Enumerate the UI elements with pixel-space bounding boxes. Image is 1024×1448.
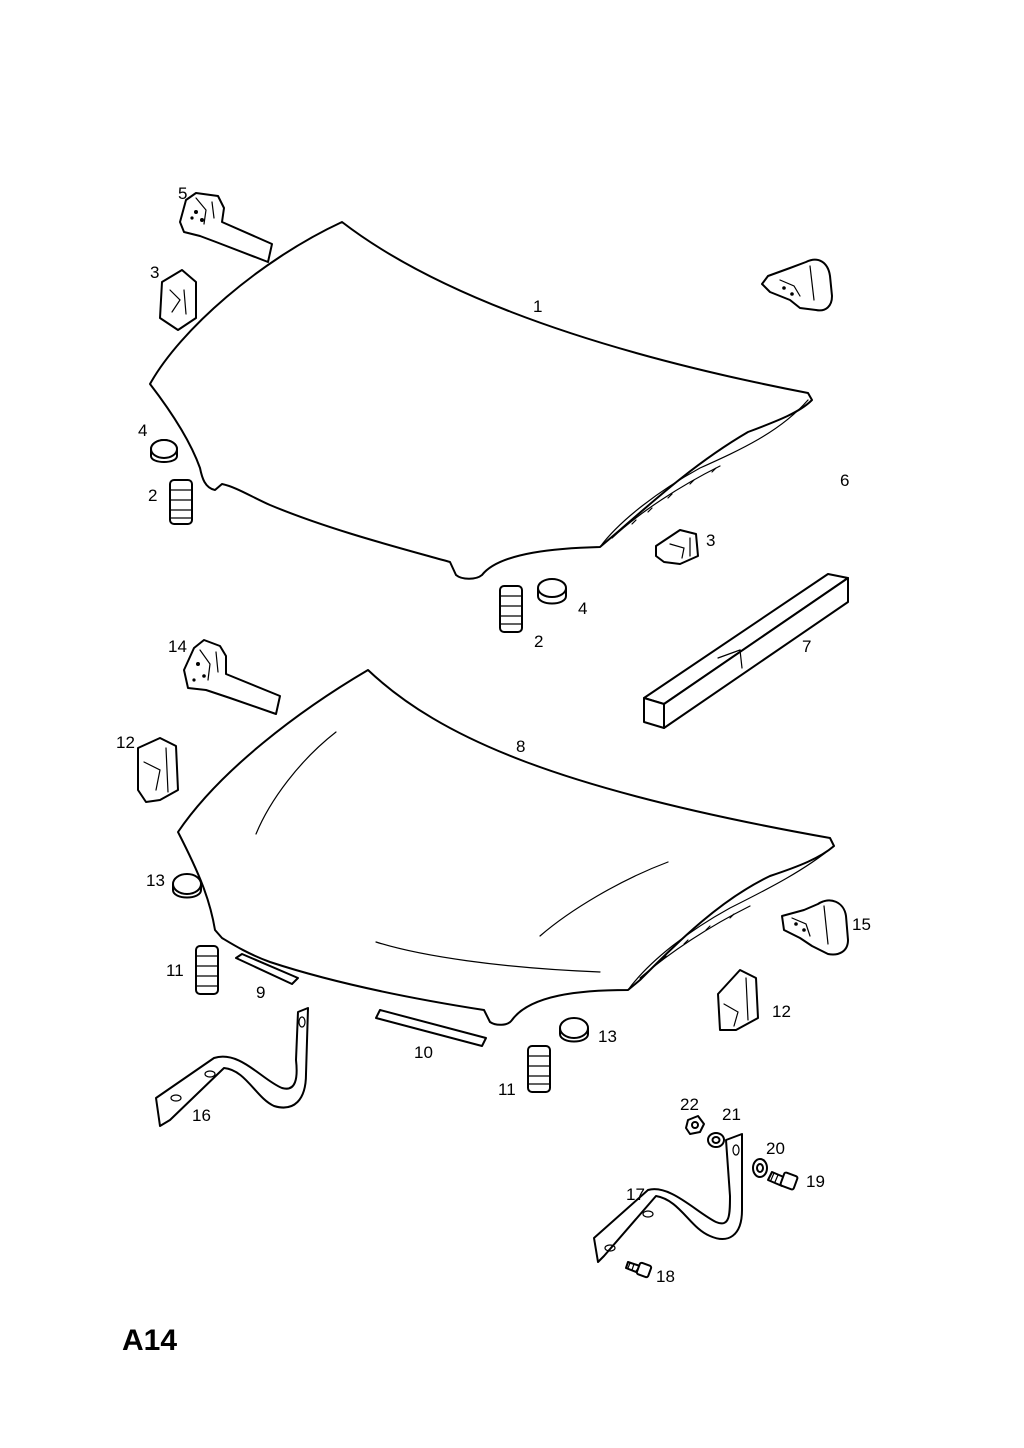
callout-4-center: 4 (578, 599, 587, 618)
part-10-seal-strip (375, 1009, 487, 1047)
callout-6: 6 (840, 471, 849, 490)
part-18-bolt (625, 1261, 653, 1279)
callout-2-left: 2 (148, 486, 157, 505)
part-6-right-clip (761, 258, 833, 312)
callout-2-center: 2 (534, 632, 543, 651)
part-14-lower-clip (183, 639, 281, 715)
part-5-upper-clip (179, 192, 273, 263)
diagram-code: A14 (122, 1324, 177, 1357)
part-2-center-buffer (499, 585, 523, 633)
part-22-nut (685, 1115, 705, 1135)
part-4-center-cap (537, 578, 567, 605)
part-19-bolt (767, 1171, 799, 1191)
part-13-right-cap (559, 1017, 589, 1043)
callout-21: 21 (722, 1105, 741, 1124)
callout-20: 20 (766, 1139, 785, 1158)
part-3-left-bracket (159, 269, 197, 331)
part-11-left-buffer (195, 945, 219, 995)
part-17-right-hinge (593, 1133, 743, 1263)
callout-4-left: 4 (138, 421, 147, 440)
callout-7: 7 (802, 637, 811, 656)
part-11-center-buffer (527, 1045, 551, 1093)
callout-3-left: 3 (150, 263, 159, 282)
callout-17: 17 (626, 1185, 645, 1204)
callout-15: 15 (852, 915, 871, 934)
part-21-washer (707, 1132, 725, 1148)
callout-9: 9 (256, 983, 265, 1002)
callout-11-center: 11 (498, 1080, 516, 1099)
part-4-left-cap (150, 439, 178, 463)
callout-13-left: 13 (146, 871, 165, 890)
callout-8: 8 (516, 737, 525, 756)
callout-12-left: 12 (116, 733, 135, 752)
callout-18: 18 (656, 1267, 675, 1286)
callout-10: 10 (414, 1043, 433, 1062)
part-12-left-bracket (137, 737, 179, 803)
part-3-right-bracket (655, 529, 699, 565)
callout-12-right: 12 (772, 1002, 791, 1021)
part-15-right-clip (781, 899, 849, 956)
part-7-strip (643, 573, 849, 729)
callout-22: 22 (680, 1095, 699, 1114)
bonnet-lower (177, 669, 835, 1026)
callout-11-left: 11 (166, 961, 184, 980)
part-9-seal-strip (235, 953, 299, 985)
callout-labels: 1 5 3 4 2 6 3 4 2 7 14 12 8 13 15 11 9 1… (116, 184, 871, 1286)
callout-3-right: 3 (706, 531, 715, 550)
part-20-washer (752, 1158, 768, 1178)
part-12-right-bracket (717, 969, 759, 1031)
bonnet-upper (149, 221, 813, 580)
part-16-left-hinge (155, 1007, 309, 1127)
callout-16: 16 (192, 1106, 211, 1125)
callout-1: 1 (533, 297, 542, 316)
callout-14: 14 (168, 637, 187, 656)
callout-13-right: 13 (598, 1027, 617, 1046)
callout-19: 19 (806, 1172, 825, 1191)
part-2-left-buffer (169, 479, 193, 525)
part-13-left-cap (172, 873, 202, 899)
callout-5: 5 (178, 184, 187, 203)
